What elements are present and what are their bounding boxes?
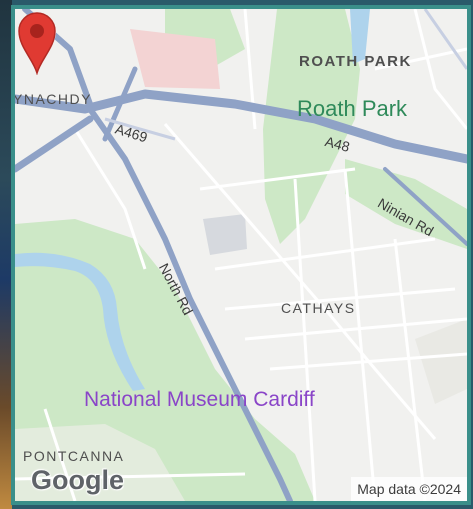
map-canvas	[15, 9, 467, 501]
google-logo[interactable]: Google	[31, 465, 124, 495]
district-label-roath-park: ROATH PARK	[299, 53, 412, 70]
map-view[interactable]: ROATH PARK Roath Park YNACHDY A469 A48 N…	[11, 5, 471, 505]
district-label-ynachdy: YNACHDY	[13, 91, 92, 107]
district-label-pontcanna: PONTCANNA	[23, 448, 125, 464]
park-label-roath-park: Roath Park	[297, 96, 408, 121]
location-pin-icon[interactable]	[15, 9, 59, 75]
map-attribution[interactable]: Map data ©2024	[351, 477, 467, 501]
poi-label-national-museum[interactable]: National Museum Cardiff	[84, 388, 315, 411]
district-label-cathays: CATHAYS	[281, 300, 356, 316]
background-strip	[0, 0, 12, 509]
